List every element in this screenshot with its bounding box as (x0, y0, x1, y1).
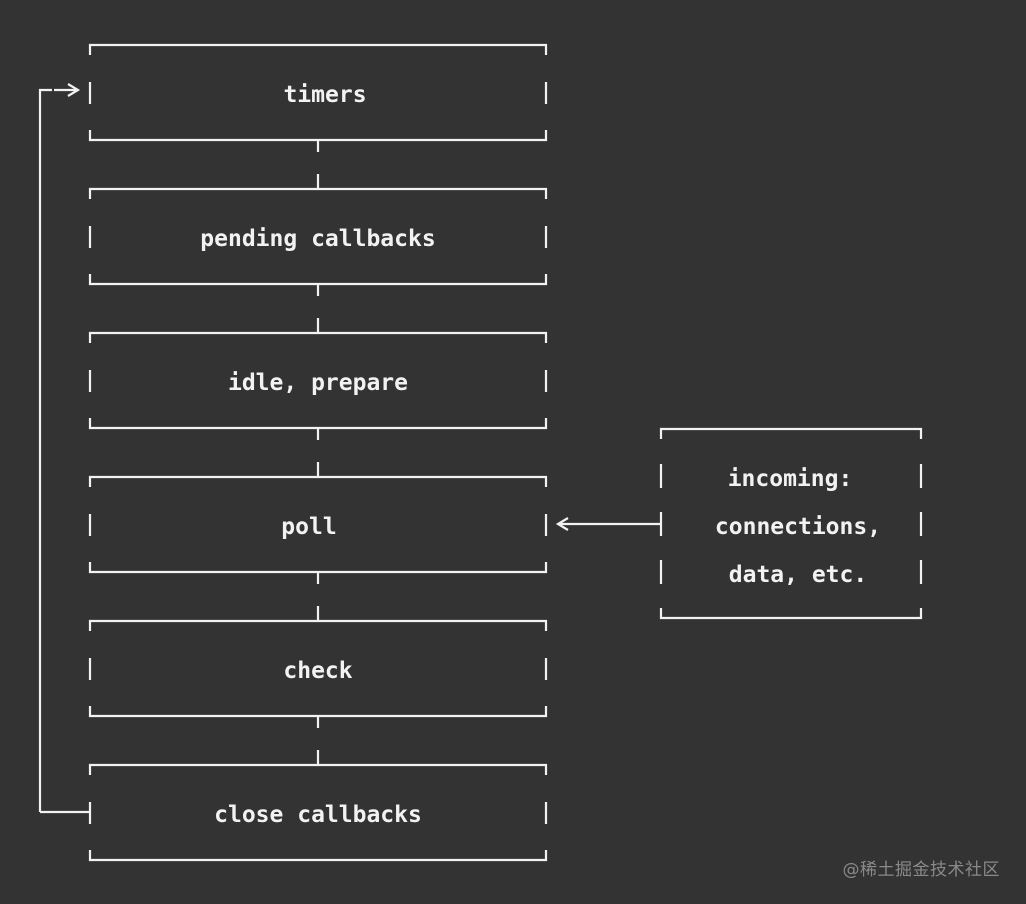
phase-box-check: check (88, 619, 548, 718)
phase-label-pending-callbacks: pending callbacks (200, 226, 435, 252)
phase-label-poll: poll (281, 514, 336, 540)
incoming-to-poll-arrow (555, 517, 661, 531)
incoming-box: incoming: connections, data, etc. (659, 427, 923, 620)
phase-label-close-callbacks: close callbacks (214, 802, 422, 828)
phase-box-timers: timers (88, 43, 548, 142)
phase-label-check: check (283, 658, 352, 684)
incoming-line-3: data, etc. (729, 562, 867, 588)
incoming-line-1: incoming: (728, 466, 853, 492)
phase-label-idle-prepare: idle, prepare (228, 370, 408, 396)
loop-back-line (38, 83, 90, 814)
phase-box-poll: poll (88, 475, 548, 574)
incoming-line-2: connections, (715, 514, 881, 540)
phase-label-timers: timers (283, 82, 366, 108)
phase-box-idle-prepare: idle, prepare (88, 331, 548, 430)
phase-box-close-callbacks: close callbacks (88, 763, 548, 862)
watermark-text: @稀土掘金技术社区 (842, 860, 1000, 880)
phase-box-pending-callbacks: pending callbacks (88, 187, 548, 286)
